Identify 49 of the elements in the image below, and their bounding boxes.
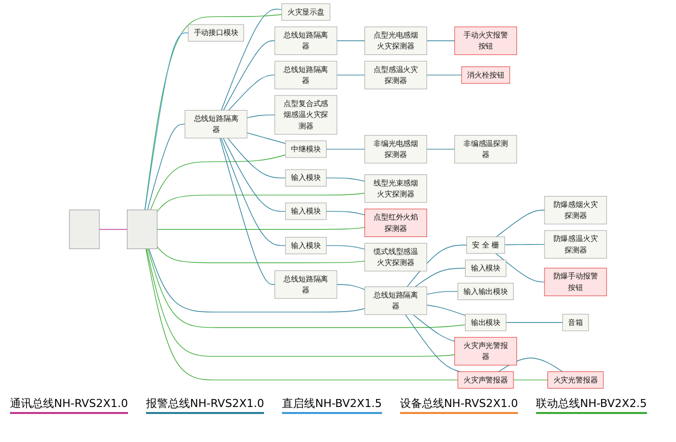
connector xyxy=(148,248,366,312)
connector xyxy=(99,229,128,230)
legend-text: 通讯总线NH-RVS2X1.0 xyxy=(10,396,128,411)
connector xyxy=(222,138,286,212)
node-box xyxy=(69,210,100,250)
connector xyxy=(221,8,282,111)
connector xyxy=(144,32,189,210)
connector xyxy=(146,248,455,357)
connector xyxy=(326,148,366,150)
connector xyxy=(406,244,467,288)
connector xyxy=(336,40,366,42)
connector xyxy=(426,291,458,295)
connector xyxy=(246,114,276,118)
connector xyxy=(496,210,545,238)
connector xyxy=(246,132,286,144)
connector xyxy=(336,74,366,76)
legend-text: 直启线NH-BV2X1.5 xyxy=(282,396,382,411)
node-box xyxy=(126,210,158,250)
connector xyxy=(227,138,286,178)
connector xyxy=(326,245,366,250)
connector xyxy=(150,154,286,210)
connector xyxy=(220,138,286,246)
connector xyxy=(326,178,366,182)
connector xyxy=(336,284,366,290)
connector xyxy=(156,192,366,212)
connector xyxy=(414,268,466,288)
connector xyxy=(426,148,455,150)
connector xyxy=(147,124,186,210)
connector xyxy=(412,314,455,342)
connector xyxy=(504,244,545,246)
connector xyxy=(223,40,276,111)
connector xyxy=(496,253,545,282)
legend-text: 设备总线NH-RVS2X1.0 xyxy=(400,396,518,411)
connector xyxy=(426,74,462,76)
connector xyxy=(156,246,366,264)
connector xyxy=(426,304,466,316)
connector xyxy=(426,40,455,42)
connector xyxy=(220,138,276,285)
connector xyxy=(156,227,366,230)
connector xyxy=(148,248,466,328)
legend-text: 联动总线NH-BV2X2.5 xyxy=(536,396,647,411)
connector xyxy=(405,314,460,372)
connector xyxy=(326,210,366,216)
connector xyxy=(146,248,458,380)
legend-text: 报警总线NH-RVS2X1.0 xyxy=(146,396,264,411)
connector xyxy=(506,322,563,323)
connector xyxy=(228,74,276,111)
connector xyxy=(144,14,282,210)
connector xyxy=(498,358,563,372)
